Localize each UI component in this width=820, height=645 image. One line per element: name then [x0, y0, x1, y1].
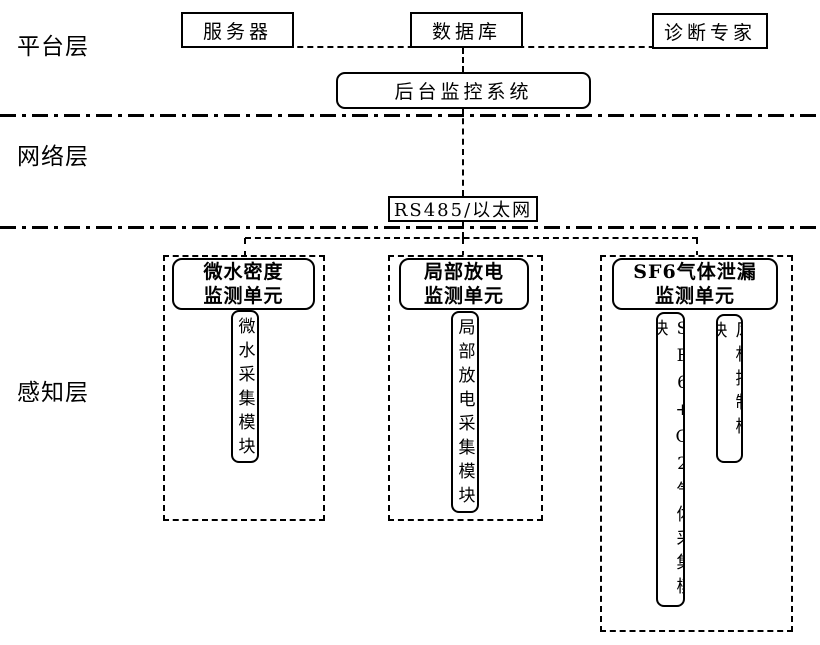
database-to-backend-line [462, 48, 464, 72]
unit-partial-discharge-title-line1: 局部放电 [423, 261, 504, 283]
unit-partial-discharge-title-line2: 监测单元 [423, 285, 504, 307]
backend-to-rs485-line [462, 108, 464, 196]
unit-sf6-leak-title-line2: 监测单元 [654, 285, 735, 307]
diagnosis-expert-box: 诊断专家 [652, 13, 768, 49]
unit-sf6-leak-title-line1: SF6气体泄漏 [633, 261, 757, 283]
module-microwater-collect: 微水采集模块 [231, 310, 259, 463]
rs485-to-branch-line [462, 222, 464, 238]
module-fan-control: 风机控制模块 [716, 314, 743, 463]
unit-sf6-leak-container [600, 255, 793, 632]
unit-microwater-title: 微水密度 监测单元 [172, 258, 315, 310]
unit-microwater-title-line2: 监测单元 [203, 285, 284, 307]
unit-microwater-title-line1: 微水密度 [203, 261, 284, 283]
branch-stub-unit1 [244, 238, 246, 257]
module-partial-discharge-collect: 局部放电采集模块 [451, 311, 479, 513]
layer-divider-platform-network [0, 114, 820, 117]
layer-divider-network-perception [0, 226, 820, 229]
branch-line [245, 237, 698, 239]
backend-monitor-system-box: 后台监控系统 [336, 72, 591, 109]
layer-label-perception: 感知层 [17, 380, 89, 406]
rs485-ethernet-box: RS485/以太网 [388, 196, 538, 222]
unit-partial-discharge-title: 局部放电 监测单元 [399, 258, 529, 310]
database-box: 数据库 [410, 12, 523, 48]
layer-label-network: 网络层 [17, 144, 89, 170]
branch-stub-unit2 [462, 238, 464, 257]
layer-label-platform: 平台层 [17, 34, 89, 60]
unit-sf6-leak-title: SF6气体泄漏 监测单元 [612, 258, 778, 310]
branch-stub-unit3 [696, 238, 698, 257]
module-sf6-o2-gas-collect: SF6+O2气体采集模块 [656, 312, 685, 607]
server-box: 服务器 [181, 12, 294, 48]
